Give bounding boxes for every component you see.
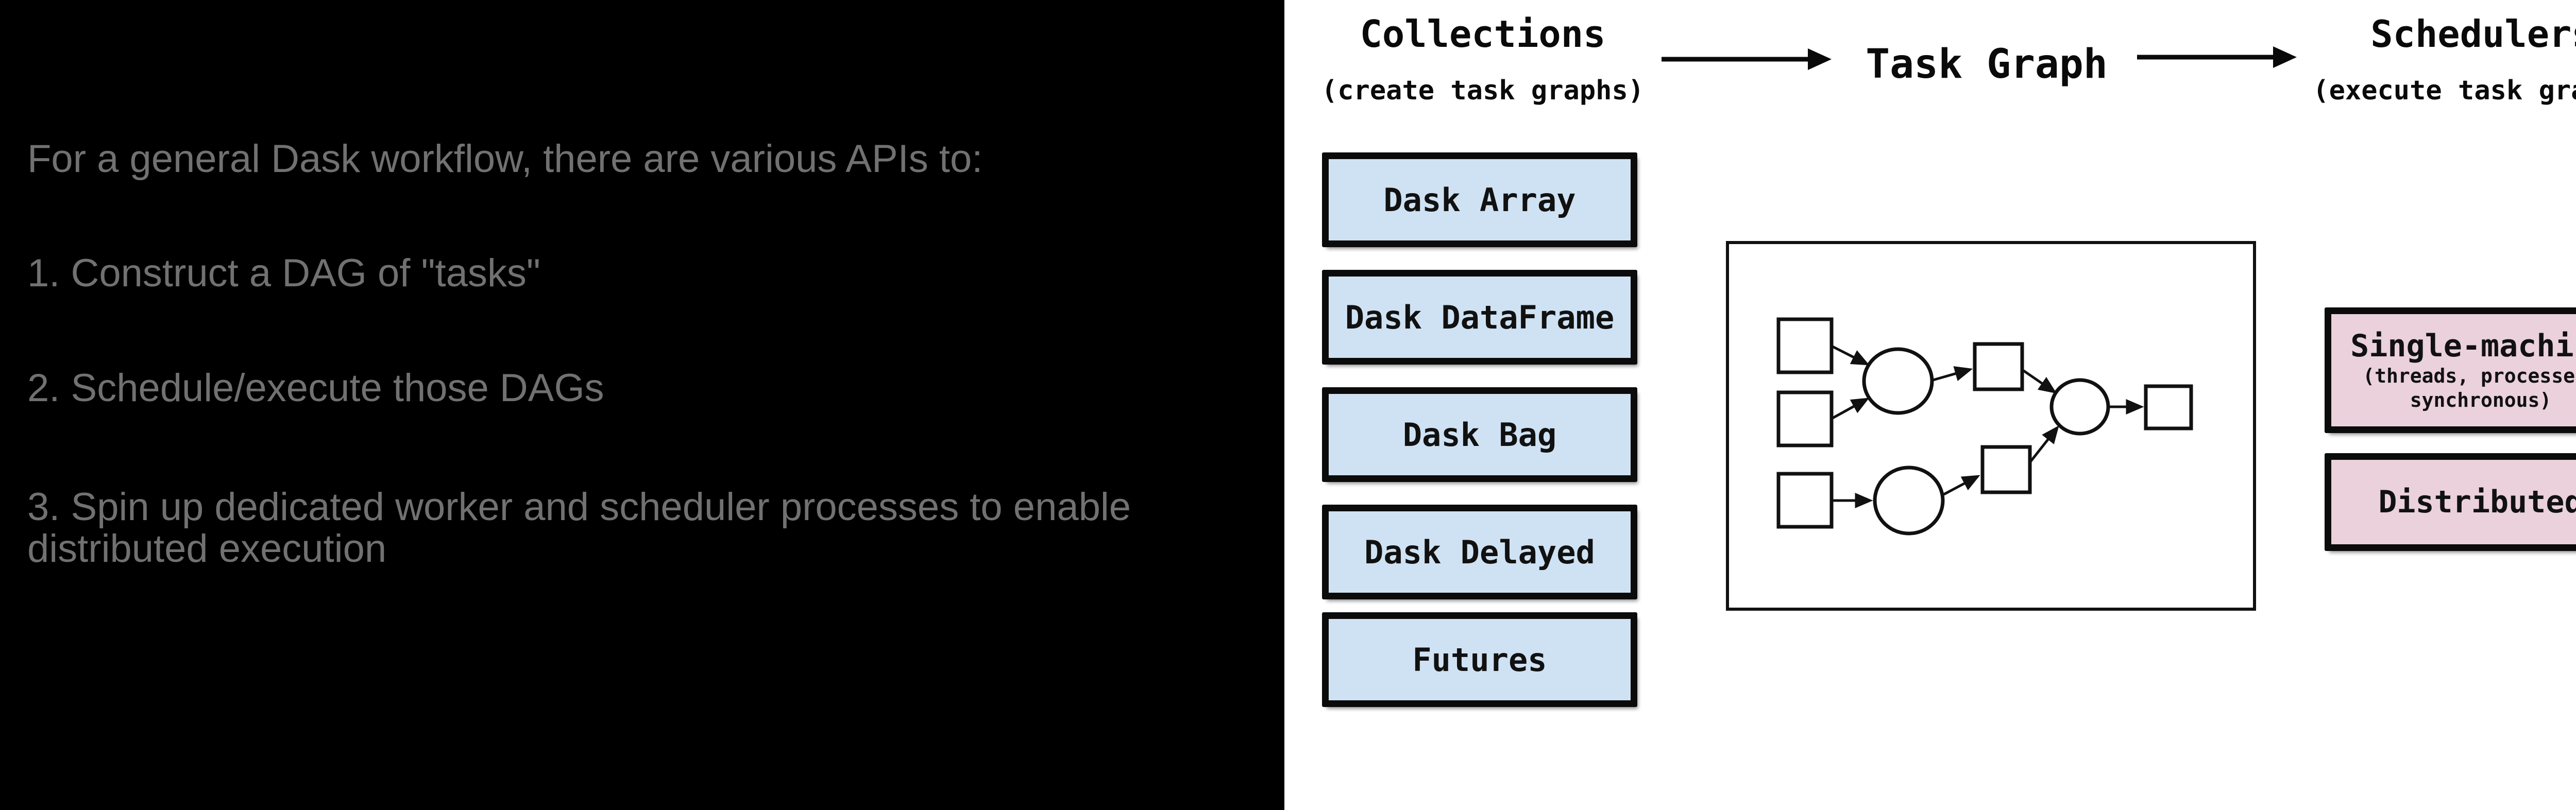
collection-box: Futures [1322,612,1637,707]
collections-header: Collections [1360,12,1606,56]
schedulers-subtitle: (execute task graphs) [2313,75,2576,106]
circle-node [1873,466,1945,536]
circle-node [1862,347,1934,415]
scheduler-box-single-machine: Single-machine (threads, processes, sync… [2325,307,2576,433]
square-node [1776,472,1834,529]
task-graph-header: Task Graph [1866,41,2108,88]
scheduler-box-title: Single-machine [2350,328,2576,364]
scheduler-box-subtitle: (threads, processes, synchronous) [2363,365,2576,411]
edge-arrow [2029,425,2059,463]
list-item-2: 2. Schedule/execute those DAGs [27,366,604,410]
square-node [1776,390,1834,447]
list-item-1: 1. Construct a DAG of "tasks" [27,251,540,295]
flow-arrow-icon [2137,46,2297,68]
square-node [2144,384,2193,430]
edge-arrow [1831,344,1870,366]
left-panel: For a general Dask workflow, there are v… [0,0,1284,810]
task-graph-box [1726,241,2256,611]
collections-subtitle: (create task graphs) [1321,75,1645,106]
edge-arrow [1943,475,1980,496]
circle-node [2049,378,2110,436]
collection-box: Dask Bag [1322,387,1637,482]
task-graph-svg [1726,241,2256,611]
scheduler-box-distributed: Distributed [2325,453,2576,551]
square-node [1776,317,1834,374]
schedulers-header: Schedulers [2370,12,2576,56]
edge-arrow [1831,398,1870,420]
edge-arrow [1933,366,1973,382]
collection-box: Dask DataFrame [1322,270,1637,365]
square-node [1973,342,2024,391]
flow-arrow-icon [1662,48,1832,70]
collection-box: Dask Delayed [1322,505,1637,599]
edge-arrow [2021,368,2057,394]
list-item-3: 3. Spin up dedicated worker and schedule… [27,485,1131,571]
scheduler-box-title: Distributed [2378,484,2576,520]
square-node [1980,445,2032,494]
intro-text: For a general Dask workflow, there are v… [27,137,983,181]
collection-box: Dask Array [1322,152,1637,247]
